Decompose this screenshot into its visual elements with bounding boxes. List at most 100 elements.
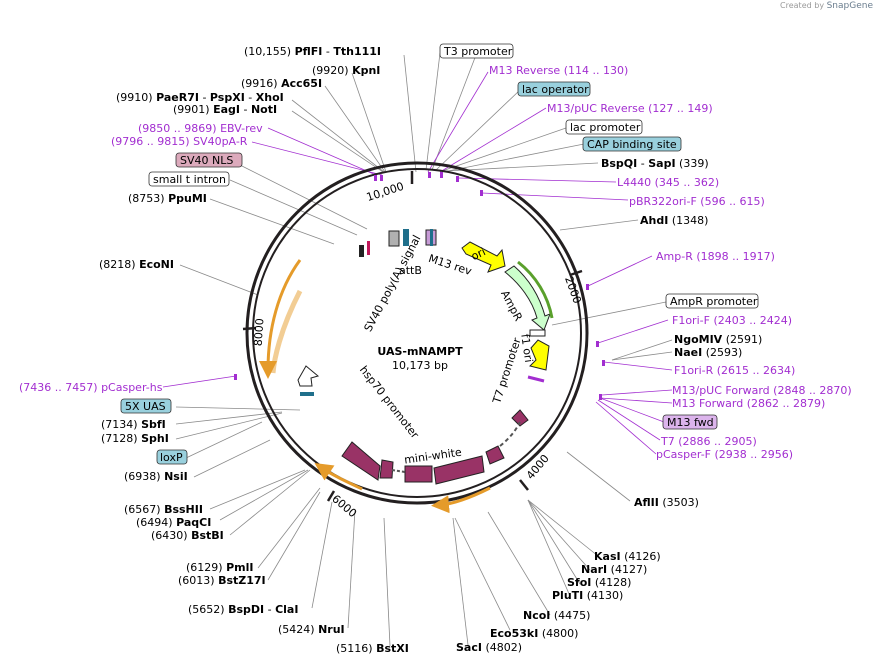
- tick-label-10000: 10,000: [365, 180, 406, 204]
- site-naei[interactable]: NaeI (2593): [674, 346, 742, 359]
- site-econi[interactable]: (8218) EcoNI: [99, 258, 174, 271]
- site-ahdi[interactable]: AhdI (1348): [640, 214, 708, 227]
- leader-lines: [175, 52, 673, 647]
- label-sv40-nls[interactable]: SV40 NLS: [180, 154, 233, 167]
- primer-labels: M13 Reverse (114 .. 130) M13/pUC Reverse…: [19, 64, 852, 461]
- restriction-sites: (10,155) PflFI - Tth111I (9920) KpnI (99…: [99, 45, 762, 655]
- boxed-labels: T3 promoter lac operator lac promoter CA…: [120, 43, 759, 465]
- hsp70-promoter-feature[interactable]: [297, 365, 320, 387]
- label-5x-uas[interactable]: 5X UAS: [125, 400, 166, 413]
- primer-markers: [234, 172, 605, 400]
- feature-label-hsp70: hsp70 promoter: [357, 363, 422, 441]
- plasmid-name: UAS-mNAMPT: [377, 345, 463, 358]
- small-t-intron-feature[interactable]: [367, 241, 370, 255]
- uas-feature[interactable]: [300, 392, 314, 396]
- site-ppumi[interactable]: (8753) PpuMI: [128, 192, 207, 205]
- site-ngomiv[interactable]: NgoMIV (2591): [674, 333, 762, 346]
- site-nsii[interactable]: (6938) NsiI: [124, 470, 188, 483]
- site-bsshii[interactable]: (6567) BssHII: [124, 503, 203, 516]
- site-kpni[interactable]: (9920) KpnI: [312, 64, 380, 77]
- attb-feature[interactable]: [388, 230, 400, 247]
- site-saci[interactable]: SacI (4802): [456, 641, 522, 654]
- tick-label-2000: 2000: [562, 275, 584, 306]
- site-pluti[interactable]: PluTI (4130): [552, 589, 623, 602]
- label-cap-binding-site[interactable]: CAP binding site: [587, 138, 677, 151]
- site-ncoi[interactable]: NcoI (4475): [523, 609, 590, 622]
- plasmid-length: 10,173 bp: [392, 359, 448, 372]
- orf-arc-left: [259, 259, 302, 379]
- primer-f1ori-f[interactable]: F1ori-F (2403 .. 2424): [672, 314, 792, 327]
- mini-white-intron-2: [391, 469, 406, 473]
- feature-label-m13rev: M13 rev: [427, 252, 474, 278]
- feature-label-ampr: AmpR: [498, 288, 525, 323]
- orf-arc-bottom: [431, 486, 491, 514]
- site-bstz17i[interactable]: (6013) BstZ17I: [178, 574, 266, 587]
- ampr-promoter-feature[interactable]: [529, 329, 546, 337]
- ampr-arc: [517, 260, 554, 319]
- primer-m13puc-forward[interactable]: M13/pUC Forward (2848 .. 2870): [672, 384, 852, 397]
- backbone-outer: [245, 161, 589, 505]
- primer-ebv-rev[interactable]: (9850 .. 9869) EBV-rev: [138, 122, 263, 135]
- site-bstbi[interactable]: (6430) BstBI: [151, 529, 224, 542]
- site-aflii[interactable]: AflII (3503): [634, 496, 699, 509]
- site-sbfi[interactable]: (7134) SbfI: [101, 418, 166, 431]
- tick-label-8000: 8000: [252, 318, 267, 347]
- site-paer7i-pspxi-xhoi[interactable]: (9910) PaeR7I - PspXI - XhoI: [116, 91, 284, 104]
- snapgene-logo: SnapGene: [826, 1, 873, 11]
- feature-label-attb: attB: [399, 264, 422, 277]
- site-pmli[interactable]: (6129) PmlI: [186, 561, 253, 574]
- site-sphi[interactable]: (7128) SphI: [101, 432, 169, 445]
- site-nari[interactable]: NarI (4127): [581, 563, 647, 576]
- feature-label-sv40-polya: SV40 poly(A) signal: [362, 233, 424, 334]
- label-t3-promoter[interactable]: T3 promoter: [443, 45, 513, 58]
- mini-white-exons[interactable]: [341, 409, 529, 485]
- feature-label-ori: ori: [469, 245, 487, 263]
- orf-arc-bottom-left: [314, 463, 363, 491]
- site-pflfi-tth111i[interactable]: (10,155) PflFI - Tth111I: [244, 45, 381, 58]
- loxp-like-feature[interactable]: [403, 229, 409, 246]
- label-m13-fwd[interactable]: M13 fwd: [667, 416, 714, 429]
- primer-t7[interactable]: T7 (2886 .. 2905): [660, 435, 757, 448]
- tick-label-4000: 4000: [524, 452, 552, 482]
- ampr-feature[interactable]: [504, 265, 551, 331]
- site-bspdi-clai[interactable]: (5652) BspDI - ClaI: [188, 603, 298, 616]
- primer-pcasper-f[interactable]: pCasper-F (2938 .. 2956): [656, 448, 793, 461]
- t7-promoter-feature[interactable]: [527, 375, 545, 383]
- site-eagi-noti[interactable]: (9901) EagI - NotI: [173, 103, 277, 116]
- primer-sv40pa-r[interactable]: (9796 .. 9815) SV40pA-R: [111, 135, 248, 148]
- primer-m13-forward[interactable]: M13 Forward (2862 .. 2879): [672, 397, 825, 410]
- primer-l4440[interactable]: L4440 (345 .. 362): [617, 176, 719, 189]
- backbone-inner: [252, 168, 582, 498]
- site-nrui[interactable]: (5424) NruI: [278, 623, 345, 636]
- feature-label-f1ori: f1 ori: [518, 333, 535, 363]
- ori-feature[interactable]: [461, 241, 506, 273]
- primer-amp-r[interactable]: Amp-R (1898 .. 1917): [656, 250, 775, 263]
- site-bstxi[interactable]: (5116) BstXI: [336, 642, 409, 655]
- site-paqci[interactable]: (6494) PaqCI: [136, 516, 211, 529]
- label-ampr-promoter[interactable]: AmpR promoter: [670, 295, 758, 308]
- site-bspqi-sapi[interactable]: BspQI - SapI (339): [601, 157, 709, 170]
- tick-marks: [242, 171, 583, 502]
- mini-white-intron: [499, 421, 521, 447]
- feature-label-t7-promoter: T7 promoter: [490, 336, 524, 406]
- label-lac-operator[interactable]: lac operator: [522, 83, 589, 96]
- f1-ori-feature[interactable]: [529, 339, 550, 371]
- sv40-nls-feature[interactable]: [359, 245, 364, 257]
- snapgene-credit: Created by SnapGene: [780, 1, 873, 11]
- site-kasi[interactable]: KasI (4126): [594, 550, 661, 563]
- label-lac-promoter[interactable]: lac promoter: [570, 121, 641, 134]
- label-small-t-intron[interactable]: small t intron: [153, 173, 226, 186]
- site-acc65i[interactable]: (9916) Acc65I: [241, 77, 322, 90]
- label-loxp[interactable]: loxP: [160, 451, 183, 464]
- credit-prefix: Created by: [780, 1, 825, 10]
- lac-operator-feature[interactable]: [430, 229, 433, 246]
- primer-pbr322ori-f[interactable]: pBR322ori-F (596 .. 615): [629, 195, 765, 208]
- primer-f1ori-r[interactable]: F1ori-R (2615 .. 2634): [674, 364, 795, 377]
- primer-m13-reverse[interactable]: M13 Reverse (114 .. 130): [489, 64, 628, 77]
- site-sfoi[interactable]: SfoI (4128): [567, 576, 631, 589]
- primer-pcasper-hs[interactable]: (7436 .. 7457) pCasper-hs: [19, 381, 163, 394]
- site-eco53ki[interactable]: Eco53kI (4800): [490, 627, 578, 640]
- primer-leader-lines: [162, 71, 673, 455]
- primer-m13puc-reverse[interactable]: M13/pUC Reverse (127 .. 149): [547, 102, 713, 115]
